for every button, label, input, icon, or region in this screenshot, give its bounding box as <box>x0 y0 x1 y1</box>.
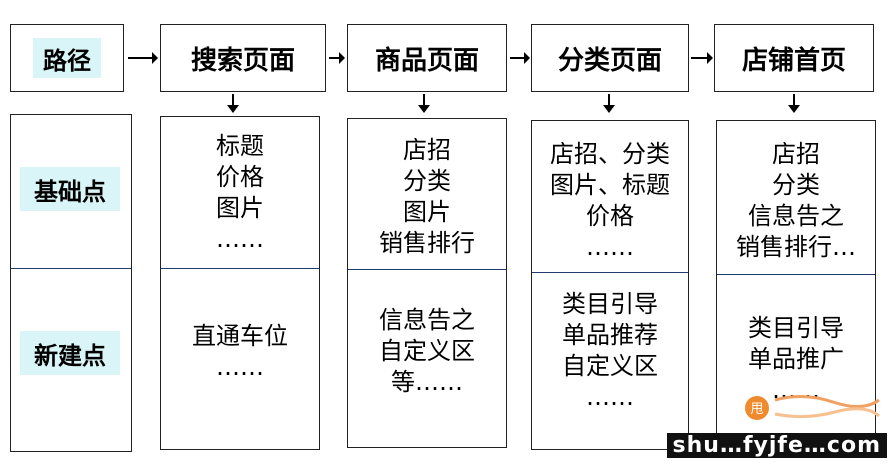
search-page-basic-points: 标题 价格 图片 …… <box>161 131 319 255</box>
list-item: 销售排行 <box>379 229 475 257</box>
row-divider <box>161 268 319 269</box>
list-item: 标题 <box>216 132 264 160</box>
list-item: 价格 <box>586 202 634 230</box>
list-item: 分类 <box>403 167 451 195</box>
list-item: …… <box>586 383 634 411</box>
step-search-page-label: 搜索页面 <box>190 45 295 76</box>
list-item: 等…… <box>391 368 463 396</box>
search-page-new-points: 直通车位 …… <box>161 321 319 383</box>
arrow-down-icon <box>418 94 430 113</box>
row-divider <box>11 268 131 269</box>
list-item: 类目引导 <box>748 314 844 342</box>
step-shop-home-label: 店铺首页 <box>741 45 846 76</box>
new-points-label: 新建点 <box>20 331 120 375</box>
path-label-text: 路径 <box>43 46 91 75</box>
step-product-page: 商品页面 <box>347 24 507 92</box>
product-page-new-points: 信息告之 自定义区 等…… <box>348 305 506 398</box>
basic-points-label-text: 基础点 <box>34 177 106 206</box>
list-item: 店招 <box>772 140 820 168</box>
category-page-new-points: 类目引导 单品推荐 自定义区 …… <box>532 289 688 413</box>
list-item: 信息告之 <box>379 306 475 334</box>
arrow-right-icon <box>329 52 345 64</box>
arrow-down-icon <box>788 94 800 113</box>
step-shop-home: 店铺首页 <box>714 24 874 92</box>
path-label: 路径 <box>33 38 101 78</box>
list-item: 单品推荐 <box>562 321 658 349</box>
list-item: …… <box>216 225 264 253</box>
arrow-right-icon <box>128 52 158 64</box>
row-divider <box>717 274 875 275</box>
list-item: …… <box>216 353 264 381</box>
list-item: 图片、标题 <box>550 171 670 199</box>
list-item: 自定义区 <box>562 352 658 380</box>
arrow-down-icon <box>603 94 615 113</box>
shop-home-new-points: 类目引导 单品推广 …… <box>717 313 875 406</box>
arrow-right-icon <box>691 52 713 64</box>
list-item: 店招 <box>403 136 451 164</box>
list-item: 信息告之 <box>748 202 844 230</box>
list-item: 类目引导 <box>562 290 658 318</box>
product-page-column: 店招 分类 图片 销售排行 信息告之 自定义区 等…… <box>347 118 507 448</box>
step-product-page-label: 商品页面 <box>374 45 479 76</box>
row-label-column: 基础点 新建点 <box>10 114 132 452</box>
step-search-page: 搜索页面 <box>160 24 326 92</box>
shop-home-column: 店招 分类 信息告之 销售排行… 类目引导 单品推广 …… <box>716 120 876 450</box>
list-item: 图片 <box>216 194 264 222</box>
arrow-down-icon <box>227 94 239 113</box>
svg-text:甩: 甩 <box>750 402 763 417</box>
list-item: 店招、分类 <box>550 140 670 168</box>
row-divider <box>348 269 506 270</box>
watermark-text: shu…fyjfe…com <box>666 433 887 458</box>
shop-home-basic-points: 店招 分类 信息告之 销售排行… <box>717 139 875 263</box>
new-points-label-text: 新建点 <box>34 341 106 370</box>
list-item: …… <box>586 233 634 261</box>
list-item: 单品推广 <box>748 345 844 373</box>
list-item: 销售排行… <box>736 233 856 261</box>
watermark-logo-icon: 甩 <box>745 395 880 420</box>
row-divider <box>532 272 688 273</box>
path-header-box: 路径 <box>10 24 124 92</box>
product-page-basic-points: 店招 分类 图片 销售排行 <box>348 135 506 259</box>
basic-points-label: 基础点 <box>20 167 120 211</box>
search-page-column: 标题 价格 图片 …… 直通车位 …… <box>160 116 320 450</box>
category-page-column: 店招、分类 图片、标题 价格 …… 类目引导 单品推荐 自定义区 …… <box>531 120 689 450</box>
list-item: 价格 <box>216 163 264 191</box>
arrow-right-icon <box>510 52 530 64</box>
category-page-basic-points: 店招、分类 图片、标题 价格 …… <box>532 139 688 263</box>
list-item: 图片 <box>403 198 451 226</box>
list-item: 分类 <box>772 171 820 199</box>
step-category-page-label: 分类页面 <box>557 45 662 76</box>
list-item: 直通车位 <box>192 322 288 350</box>
step-category-page: 分类页面 <box>531 24 689 92</box>
list-item: 自定义区 <box>379 337 475 365</box>
